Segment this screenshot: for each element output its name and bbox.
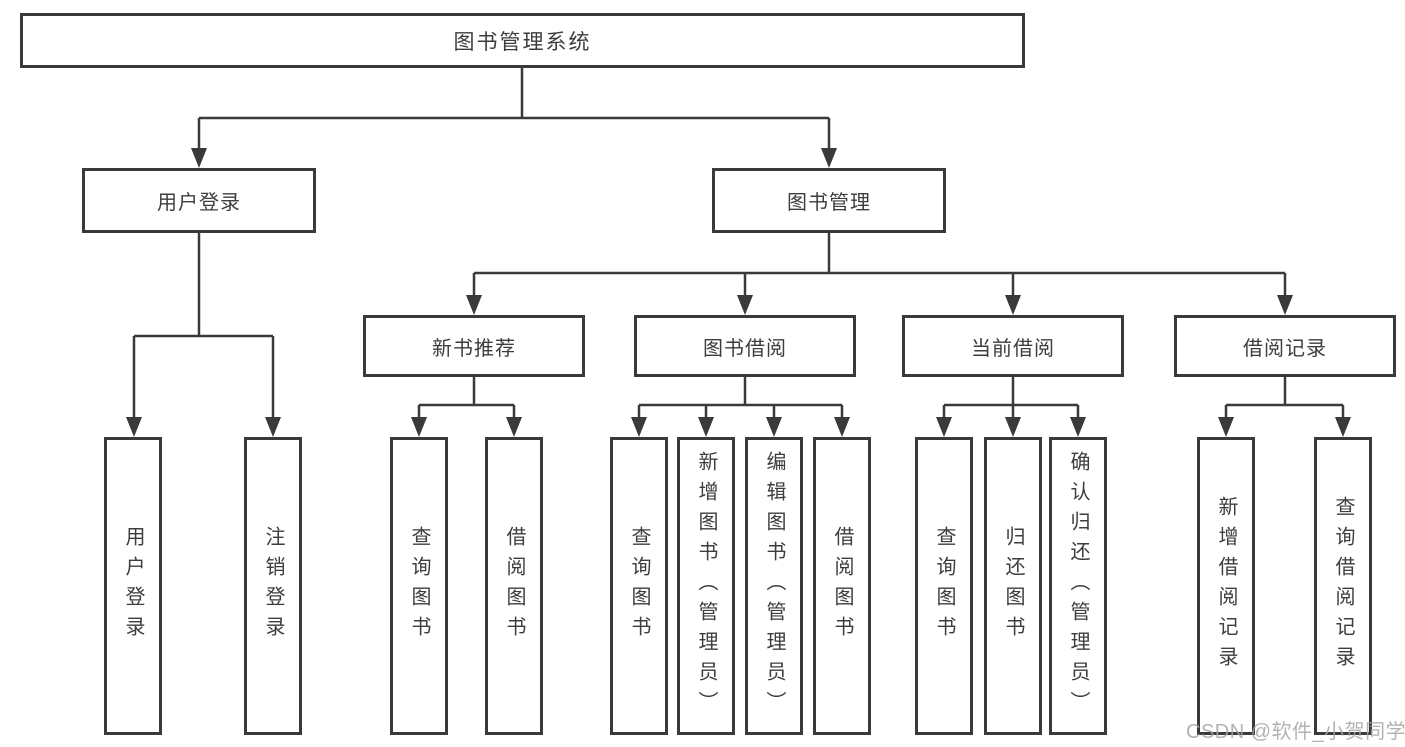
node-user-login: 用户登录 [82, 168, 316, 233]
node-book-borrow: 图书借阅 [634, 315, 856, 377]
leaf-borrow-books-recommend: 借阅图书 [485, 437, 543, 735]
leaf-return-books-label: 归还图书 [1002, 526, 1024, 646]
node-book-borrow-label: 图书借阅 [703, 337, 787, 360]
watermark: CSDN @软件_小贺同学 [1186, 721, 1405, 743]
node-current-borrow-label: 当前借阅 [971, 337, 1055, 360]
leaf-query-books-recommend-label: 查询图书 [408, 526, 430, 646]
leaf-edit-books-admin-label: 编辑图书（管理员） [763, 451, 785, 721]
leaf-add-borrow-record: 新增借阅记录 [1197, 437, 1255, 735]
leaf-borrow-books-label: 借阅图书 [831, 526, 853, 646]
node-new-book-recommend: 新书推荐 [363, 315, 585, 377]
leaf-query-borrow-record-label: 查询借阅记录 [1332, 496, 1354, 676]
leaf-query-books-current: 查询图书 [915, 437, 973, 735]
node-new-book-recommend-label: 新书推荐 [432, 337, 516, 360]
node-user-login-label: 用户登录 [157, 192, 241, 214]
node-current-borrow: 当前借阅 [902, 315, 1124, 377]
leaf-borrow-books: 借阅图书 [813, 437, 871, 735]
leaf-user-login-label: 用户登录 [122, 526, 144, 646]
leaf-query-books-borrow-label: 查询图书 [628, 526, 650, 646]
leaf-confirm-return-admin: 确认归还（管理员） [1049, 437, 1107, 735]
node-root-system: 图书管理系统 [20, 13, 1025, 68]
leaf-return-books: 归还图书 [984, 437, 1042, 735]
node-book-management-label: 图书管理 [787, 192, 871, 214]
leaf-confirm-return-admin-label: 确认归还（管理员） [1067, 451, 1089, 721]
leaf-add-books-admin: 新增图书（管理员） [677, 437, 735, 735]
node-borrow-records-label: 借阅记录 [1243, 337, 1327, 360]
arrowheads [126, 148, 1351, 437]
leaf-edit-books-admin: 编辑图书（管理员） [745, 437, 803, 735]
leaf-query-books-recommend: 查询图书 [390, 437, 448, 735]
node-root-label: 图书管理系统 [453, 30, 592, 54]
leaf-query-books-current-label: 查询图书 [933, 526, 955, 646]
leaf-logout: 注销登录 [244, 437, 302, 735]
leaf-add-borrow-record-label: 新增借阅记录 [1215, 496, 1237, 676]
leaf-logout-label: 注销登录 [262, 526, 284, 646]
leaf-query-borrow-record: 查询借阅记录 [1314, 437, 1372, 735]
leaf-borrow-books-recommend-label: 借阅图书 [503, 526, 525, 646]
leaf-add-books-admin-label: 新增图书（管理员） [695, 451, 717, 721]
node-borrow-records: 借阅记录 [1174, 315, 1396, 377]
node-book-management: 图书管理 [712, 168, 946, 233]
leaf-query-books-borrow: 查询图书 [610, 437, 668, 735]
leaf-user-login: 用户登录 [104, 437, 162, 735]
